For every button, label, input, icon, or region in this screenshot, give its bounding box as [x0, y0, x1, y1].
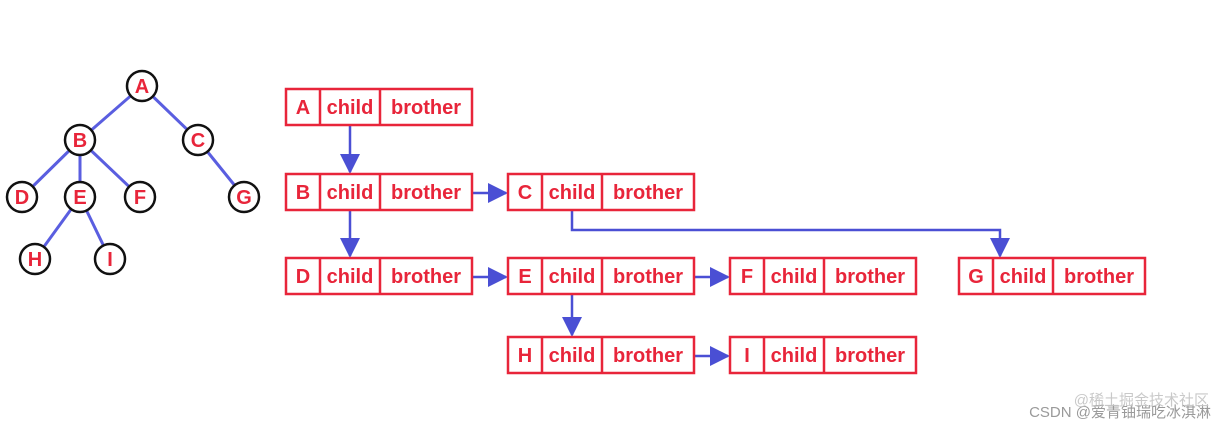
tree-node-b: B	[63, 123, 97, 157]
record-child-field: child	[771, 266, 818, 288]
record-child-field: child	[327, 97, 374, 119]
record-child-field: child	[549, 182, 596, 204]
tree-node-circle	[18, 242, 52, 276]
tree-node-f: F	[123, 180, 157, 214]
record-node-label: G	[968, 266, 984, 288]
record-child-field: child	[327, 266, 374, 288]
record-node-label: F	[741, 266, 753, 288]
tree-node-g: G	[227, 180, 261, 214]
record-node-label: B	[296, 182, 310, 204]
tree-node-circle	[5, 180, 39, 214]
tree-node-a: A	[125, 69, 159, 103]
tree-node-circle	[227, 180, 261, 214]
record-child-field: child	[549, 266, 596, 288]
record-brother-field: brother	[391, 182, 461, 204]
watermark: CSDN @爱青铀瑞吃冰淇淋 @稀土掘金技术社区	[1029, 392, 1211, 422]
tree-node-label: A	[135, 76, 149, 98]
tree-node-label: C	[191, 130, 205, 152]
pointer-arrows	[340, 105, 1010, 366]
tree-node-circle	[123, 180, 157, 214]
tree-node-h: H	[18, 242, 52, 276]
tree-node-label: I	[107, 249, 113, 271]
record-brother-field: brother	[1064, 266, 1134, 288]
record-brother-field: brother	[391, 97, 461, 119]
tree-node-circle	[93, 242, 127, 276]
tree-node-label: E	[73, 187, 86, 209]
tree-edges	[20, 84, 246, 260]
tree-node-circle	[63, 123, 97, 157]
record-node-label: D	[296, 266, 310, 288]
tree-node-label: G	[236, 187, 252, 209]
record-child-field: child	[1000, 266, 1047, 288]
record-node-label: H	[518, 345, 532, 367]
record-node-label: C	[518, 182, 532, 204]
tree-node-i: I	[93, 242, 127, 276]
record-brother-field: brother	[613, 345, 683, 367]
record-brother-field: brother	[613, 182, 683, 204]
tree-node-label: F	[134, 187, 146, 209]
tree-nodes: A B C D E F G H I	[5, 69, 261, 276]
record-brother-field: brother	[835, 345, 905, 367]
watermark-text: CSDN @爱青铀瑞吃冰淇淋	[1029, 404, 1211, 421]
tree-node-label: D	[15, 187, 29, 209]
record-node-label: I	[744, 345, 750, 367]
tree-node-circle	[63, 180, 97, 214]
tree-node-label: H	[28, 249, 42, 271]
record-brother-field: brother	[391, 266, 461, 288]
tree-node-e: E	[63, 180, 97, 214]
record-node-label: E	[518, 266, 531, 288]
tree-node-d: D	[5, 180, 39, 214]
tree-node-c: C	[181, 123, 215, 157]
watermark-overlay: @稀土掘金技术社区	[1073, 392, 1209, 409]
record-brother-field: brother	[613, 266, 683, 288]
tree-node-label: B	[73, 130, 87, 152]
record-child-field: child	[771, 345, 818, 367]
record-brother-field: brother	[835, 266, 905, 288]
record-child-field: child	[327, 182, 374, 204]
tree-node-circle	[181, 123, 215, 157]
tree-node-circle	[125, 69, 159, 103]
record-node-label: A	[296, 97, 310, 119]
record-child-field: child	[549, 345, 596, 367]
